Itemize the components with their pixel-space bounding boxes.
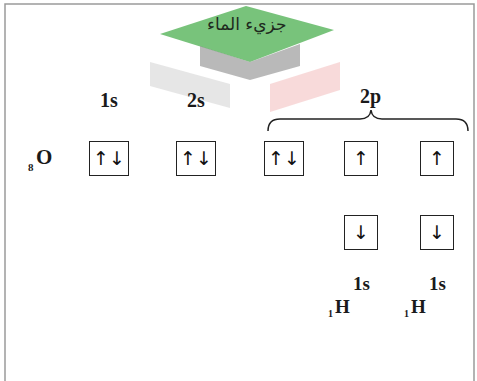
orbital-box: ↑: [420, 141, 454, 176]
electron-arrow: ↑: [429, 149, 445, 168]
electron-arrow: ↑: [353, 149, 369, 168]
cap-base: [200, 44, 300, 80]
title: جزيء الماء: [207, 14, 287, 34]
flag-stripe: [270, 62, 340, 112]
orbital-box: ↑: [344, 141, 378, 176]
orbital-label: 2s: [187, 89, 205, 111]
electron-arrow: ↑↓: [180, 149, 212, 168]
electron-arrow: ↑↓: [93, 149, 125, 168]
electron-arrow: ↓: [429, 223, 445, 242]
orbital-box: ↓: [420, 215, 454, 250]
orbital-box: ↓: [344, 215, 378, 250]
orbital-label: H: [411, 297, 426, 318]
frame: [5, 4, 474, 381]
brace: [268, 110, 468, 131]
atomic-number: 1: [404, 308, 409, 319]
atomic-number: 8: [28, 161, 34, 173]
orbital-label: 2p: [360, 85, 381, 107]
electron-arrow: ↓: [353, 223, 369, 242]
orbital-box: ↑↓: [89, 141, 129, 176]
orbital-box: ↑↓: [264, 141, 304, 176]
orbital-label: 1s: [429, 274, 446, 295]
orbital-label: O: [36, 146, 52, 169]
atomic-number: 1: [328, 308, 333, 319]
electron-arrow: ↑↓: [268, 149, 300, 168]
orbital-label: H: [335, 297, 350, 318]
orbital-label: 1s: [353, 274, 370, 295]
logo-watermark: [150, 6, 340, 112]
orbital-label: 1s: [100, 89, 118, 111]
cap-top: [160, 6, 334, 62]
orbital-box: ↑↓: [176, 141, 216, 176]
